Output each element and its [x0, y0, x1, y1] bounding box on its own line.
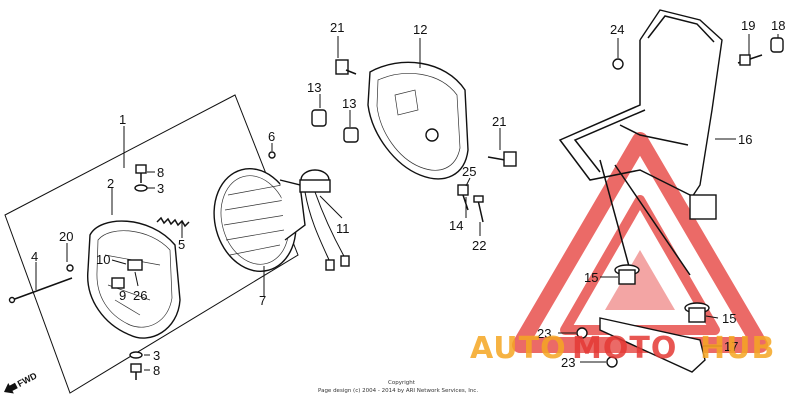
long-screw	[8, 277, 73, 304]
callout-7: 7	[259, 293, 266, 308]
watermark-text: AUTO MOTO HUB	[470, 331, 775, 366]
fwd-arrow: FWD	[4, 370, 39, 394]
bolt-21-right	[487, 151, 517, 167]
callout-20: 20	[59, 229, 73, 244]
copyright-title: Copyright	[388, 380, 416, 386]
callout-5: 5	[178, 237, 185, 252]
callout-13: 13	[307, 80, 321, 95]
nut-23-b	[606, 356, 618, 368]
bolt-8-upper	[134, 164, 148, 192]
watermark-moto: MOTO	[572, 331, 677, 366]
callout-21: 21	[492, 114, 506, 129]
callout-17: 17	[724, 339, 738, 354]
callout-6: 6	[268, 129, 275, 144]
bolt-19	[737, 54, 763, 66]
callout-24: 24	[610, 22, 624, 37]
headlight-housing	[367, 61, 469, 180]
stay-17	[599, 317, 706, 373]
cap-18	[770, 37, 784, 53]
headlight-case	[87, 220, 181, 339]
callout-15: 15	[584, 270, 598, 285]
copyright-line: Page design (c) 2004 - 2014 by ARI Netwo…	[318, 388, 478, 394]
leader-lines	[35, 34, 779, 371]
cushion-15	[614, 264, 710, 323]
grommet-13-a	[311, 109, 327, 127]
callout-8: 8	[153, 363, 160, 378]
watermark-hub: HUB	[700, 331, 775, 366]
headlight-guard-frame	[558, 9, 723, 276]
headlight-unit	[213, 151, 306, 272]
callout-10: 10	[96, 252, 110, 267]
callout-12: 12	[413, 22, 427, 37]
callout-3: 3	[153, 348, 160, 363]
callout-2: 2	[107, 176, 114, 191]
callout-9: 9	[119, 288, 126, 303]
bolt-25-22	[457, 184, 484, 223]
callout-8: 8	[157, 165, 164, 180]
adjusting-spring	[156, 216, 190, 228]
callout-19: 19	[741, 18, 755, 33]
callout-16: 16	[738, 132, 752, 147]
callout-4: 4	[31, 249, 38, 264]
fwd-label: FWD	[16, 370, 39, 389]
callout-11: 11	[336, 221, 350, 236]
callout-15: 15	[722, 311, 736, 326]
grommet-13-b	[343, 127, 359, 143]
bolt-21-top	[335, 59, 357, 75]
callout-23: 23	[561, 355, 575, 370]
callout-23: 23	[537, 326, 551, 341]
callout-14: 14	[449, 218, 463, 233]
clip-20	[66, 264, 74, 272]
callout-13: 13	[342, 96, 356, 111]
callout-22: 22	[472, 238, 486, 253]
nut-24	[612, 58, 624, 70]
callout-3: 3	[157, 181, 164, 196]
callout-18: 18	[771, 18, 785, 33]
callout-26: 26	[133, 288, 147, 303]
callout-21: 21	[330, 20, 344, 35]
bulb-socket	[299, 169, 350, 271]
nut-23-a	[576, 327, 588, 339]
watermark-auto: AUTO	[470, 331, 567, 366]
callout-1: 1	[119, 112, 126, 127]
bolt-8-lower	[129, 351, 143, 380]
callout-25: 25	[462, 164, 476, 179]
assembly-outline	[4, 94, 299, 394]
